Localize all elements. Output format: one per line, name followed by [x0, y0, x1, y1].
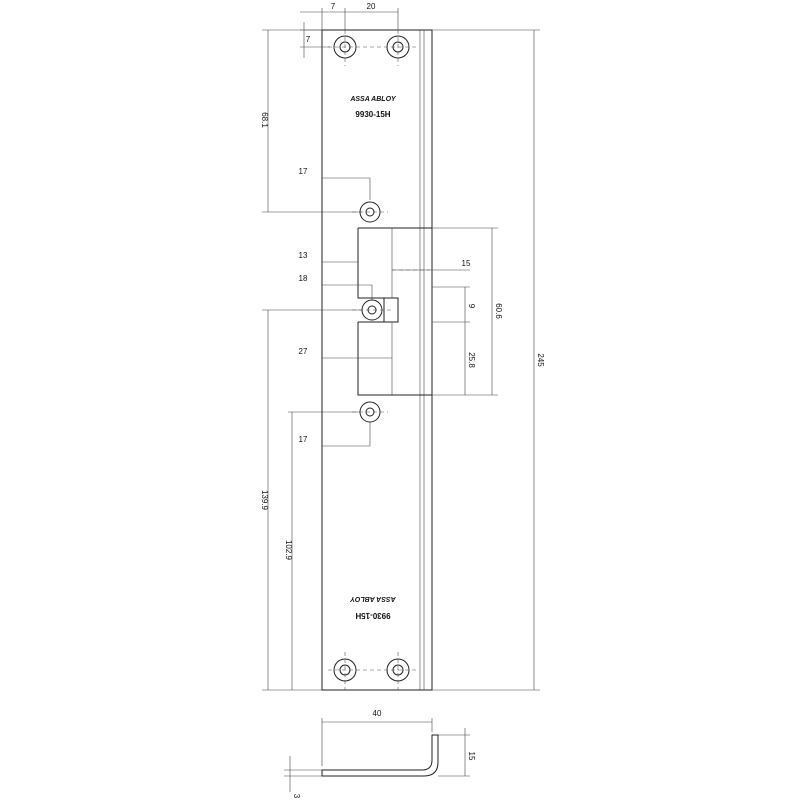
- dim-strike-27: 27: [299, 347, 308, 356]
- top-brand-label: ASSA ABLOY: [349, 96, 397, 103]
- dim-top-hole-x: 7: [331, 2, 336, 11]
- dim-mounting-offset-top: 68.1: [260, 112, 269, 128]
- dim-strike-lower: 25.8: [467, 352, 476, 368]
- dim-top-hole-y: 7: [306, 35, 311, 44]
- dim-strike-width-15: 15: [462, 259, 471, 268]
- dim-profile-width: 40: [373, 709, 382, 718]
- strike-plate: [321, 29, 433, 691]
- dim-strike-height: 60.6: [494, 303, 503, 319]
- dim-profile-thickness: 3: [292, 794, 301, 799]
- dim-hole-spacing: 20: [367, 2, 376, 11]
- bottom-model-label: 9930-15H: [355, 611, 390, 620]
- top-dimensions: [300, 8, 399, 58]
- strike-opening: [357, 227, 432, 396]
- dim-total-length: 245: [536, 353, 545, 367]
- bottom-brand-label: ASSA ABLOY: [349, 595, 397, 602]
- dim-strike-18: 18: [299, 274, 308, 283]
- top-screw-holes: [328, 30, 416, 66]
- dim-strike-13: 13: [299, 251, 308, 260]
- left-dimensions: [262, 29, 392, 691]
- dim-strike-center-9: 9: [467, 304, 476, 309]
- top-model-label: 9930-15H: [355, 110, 390, 119]
- dim-lower-139: 139.9: [260, 490, 269, 511]
- dim-profile-flange: 15: [467, 752, 476, 761]
- right-dimensions: [392, 29, 540, 691]
- bottom-screw-holes: [328, 652, 416, 690]
- dim-lower-102: 102.9: [284, 540, 293, 561]
- profile-view: [284, 718, 470, 792]
- dim-mounting-x-lower: 17: [299, 435, 308, 444]
- dim-mounting-x-upper: 17: [299, 167, 308, 176]
